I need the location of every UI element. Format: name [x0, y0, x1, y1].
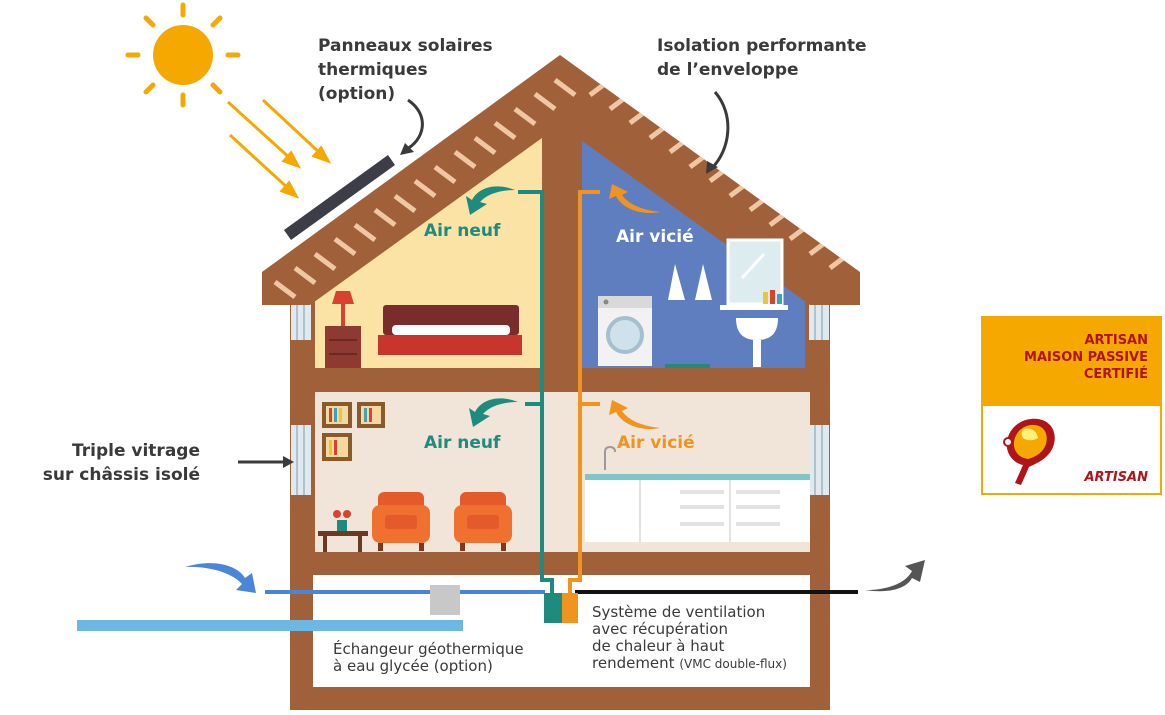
- armchair-icon-right: [454, 492, 512, 551]
- ventilation-system-label: Système de ventilation avec récupération…: [592, 604, 787, 673]
- certification-badge: ARTISAN MAISON PASSIVE CERTIFIÉ ARTISAN: [981, 316, 1162, 495]
- bathroom-shelf: [720, 305, 788, 310]
- living-air-label: Air neuf: [424, 433, 500, 453]
- armchair-icon-left: [372, 492, 430, 551]
- insulation-label: Isolation performante de l’enveloppe: [657, 34, 867, 82]
- sun-rays: [228, 100, 328, 196]
- triple-glazing-label: Triple vitrage sur châssis isolé: [30, 439, 200, 487]
- solar-panels-label: Panneaux solaires thermiques (option): [318, 34, 493, 106]
- ground-floor-slab: [290, 552, 830, 575]
- bed-icon: [378, 305, 522, 355]
- kitchen-air-label: Air vicié: [617, 433, 695, 453]
- intake-arrow-icon: [185, 563, 256, 593]
- vmc-unit: [544, 593, 578, 623]
- bathroom-air-label: Air vicié: [616, 227, 694, 247]
- ventilation-vmc-text: (VMC double-flux): [679, 657, 787, 671]
- sun-icon: [128, 5, 238, 105]
- geothermal-exchanger-label: Échangeur géothermique à eau glycée (opt…: [333, 641, 524, 675]
- exhaust-arrow-icon: [865, 560, 925, 591]
- geothermal-exchanger-box: [430, 585, 460, 615]
- certification-title: ARTISAN MAISON PASSIVE CERTIFIÉ: [983, 318, 1160, 406]
- upper-floor-slab: [290, 368, 830, 392]
- certification-brand: ARTISAN: [1085, 470, 1149, 485]
- bedroom-air-label: Air neuf: [424, 221, 500, 241]
- bath-mat: [665, 364, 710, 368]
- artisan-logo-icon: [991, 411, 1071, 491]
- washing-machine-icon: [598, 296, 652, 366]
